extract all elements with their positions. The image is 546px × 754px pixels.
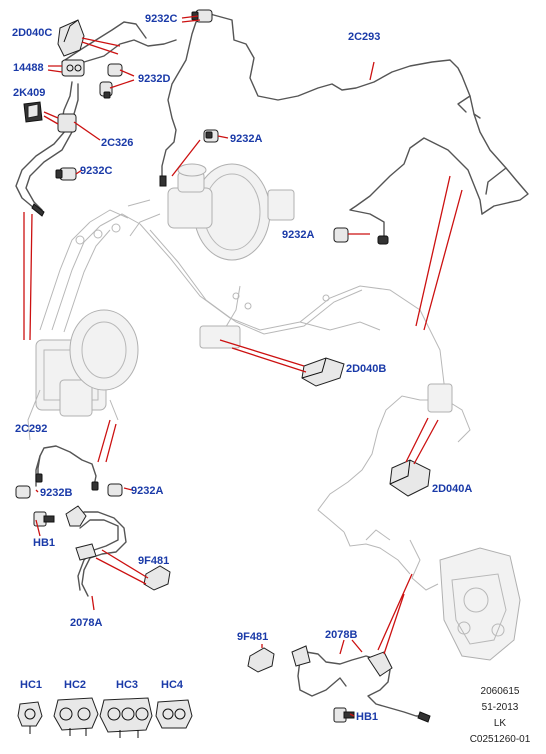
label-2d040a: 2D040A bbox=[432, 483, 472, 495]
junction-14488 bbox=[61, 59, 85, 77]
reference-market: LK bbox=[494, 718, 507, 729]
clip-hc1 bbox=[17, 701, 43, 734]
bracket-2d040a bbox=[389, 459, 431, 497]
fitting-9232b bbox=[15, 473, 43, 499]
clip-2k409 bbox=[23, 101, 43, 123]
label-hc1: HC1 bbox=[20, 679, 42, 691]
label-hc4: HC4 bbox=[161, 679, 184, 691]
bracket-2d040c bbox=[57, 19, 85, 57]
fitting-9232c-mid bbox=[55, 167, 77, 181]
label-9232a-upper: 9232A bbox=[230, 133, 262, 145]
fitting-9232c-top bbox=[191, 9, 213, 23]
fitting-9232d bbox=[99, 63, 123, 99]
leader-lines bbox=[23, 15, 463, 717]
clip-2c326 bbox=[57, 113, 77, 133]
label-9232a-lower: 9232A bbox=[131, 485, 163, 497]
harness-lines bbox=[139, 223, 447, 401]
components bbox=[15, 9, 431, 738]
label-9232c-top: 9232C bbox=[145, 13, 177, 25]
brake-booster bbox=[127, 163, 295, 261]
label-9232c-mid: 9232C bbox=[80, 165, 112, 177]
reference-date: 51-2013 bbox=[482, 702, 519, 713]
label-hc3: HC3 bbox=[116, 679, 138, 691]
label-hc2: HC2 bbox=[64, 679, 86, 691]
rear-caliper bbox=[409, 539, 521, 661]
bracket-2d040b bbox=[301, 357, 345, 387]
fitting-9232a-upper bbox=[203, 129, 219, 143]
abs-module bbox=[27, 209, 141, 441]
label-9f481-right: 9F481 bbox=[237, 631, 268, 643]
label-2c292: 2C292 bbox=[15, 423, 47, 435]
label-9f481-left: 9F481 bbox=[138, 555, 169, 567]
label-2k409: 2K409 bbox=[13, 87, 45, 99]
bolt-hb1-right bbox=[333, 707, 355, 723]
label-hb1-right: HB1 bbox=[356, 711, 378, 723]
label-2c326: 2C326 bbox=[101, 137, 133, 149]
label-2078a: 2078A bbox=[70, 617, 102, 629]
sensor-harness bbox=[317, 383, 471, 575]
clip-9f481-right bbox=[247, 647, 275, 673]
reference-illustration-id: C0251260-01 bbox=[470, 734, 531, 745]
clip-9f481-left bbox=[143, 565, 171, 591]
clip-hc2 bbox=[53, 697, 99, 736]
fitting-9232a-lower bbox=[91, 481, 123, 497]
label-2078b: 2078B bbox=[325, 629, 357, 641]
label-2c293: 2C293 bbox=[348, 31, 380, 43]
clip-hc4 bbox=[155, 699, 193, 729]
fitting-9232a-right bbox=[333, 227, 389, 245]
reference-block: 2060615 51-2013 LK C0251260-01 bbox=[470, 686, 531, 745]
label-hb1-left: HB1 bbox=[33, 537, 55, 549]
brake-pipes bbox=[15, 13, 529, 717]
label-2d040c: 2D040C bbox=[12, 27, 52, 39]
part-labels: 2D040C 9232C 14488 9232D 2K409 2C326 923… bbox=[12, 13, 472, 723]
reference-code: 2060615 bbox=[481, 686, 520, 697]
label-9232d: 9232D bbox=[138, 73, 170, 85]
label-9232b: 9232B bbox=[40, 487, 72, 499]
label-9232a-right: 9232A bbox=[282, 229, 314, 241]
ghosted-vehicle-components bbox=[27, 163, 521, 661]
clip-hc3 bbox=[99, 697, 153, 738]
label-14488: 14488 bbox=[13, 62, 44, 74]
label-2d040b: 2D040B bbox=[346, 363, 386, 375]
